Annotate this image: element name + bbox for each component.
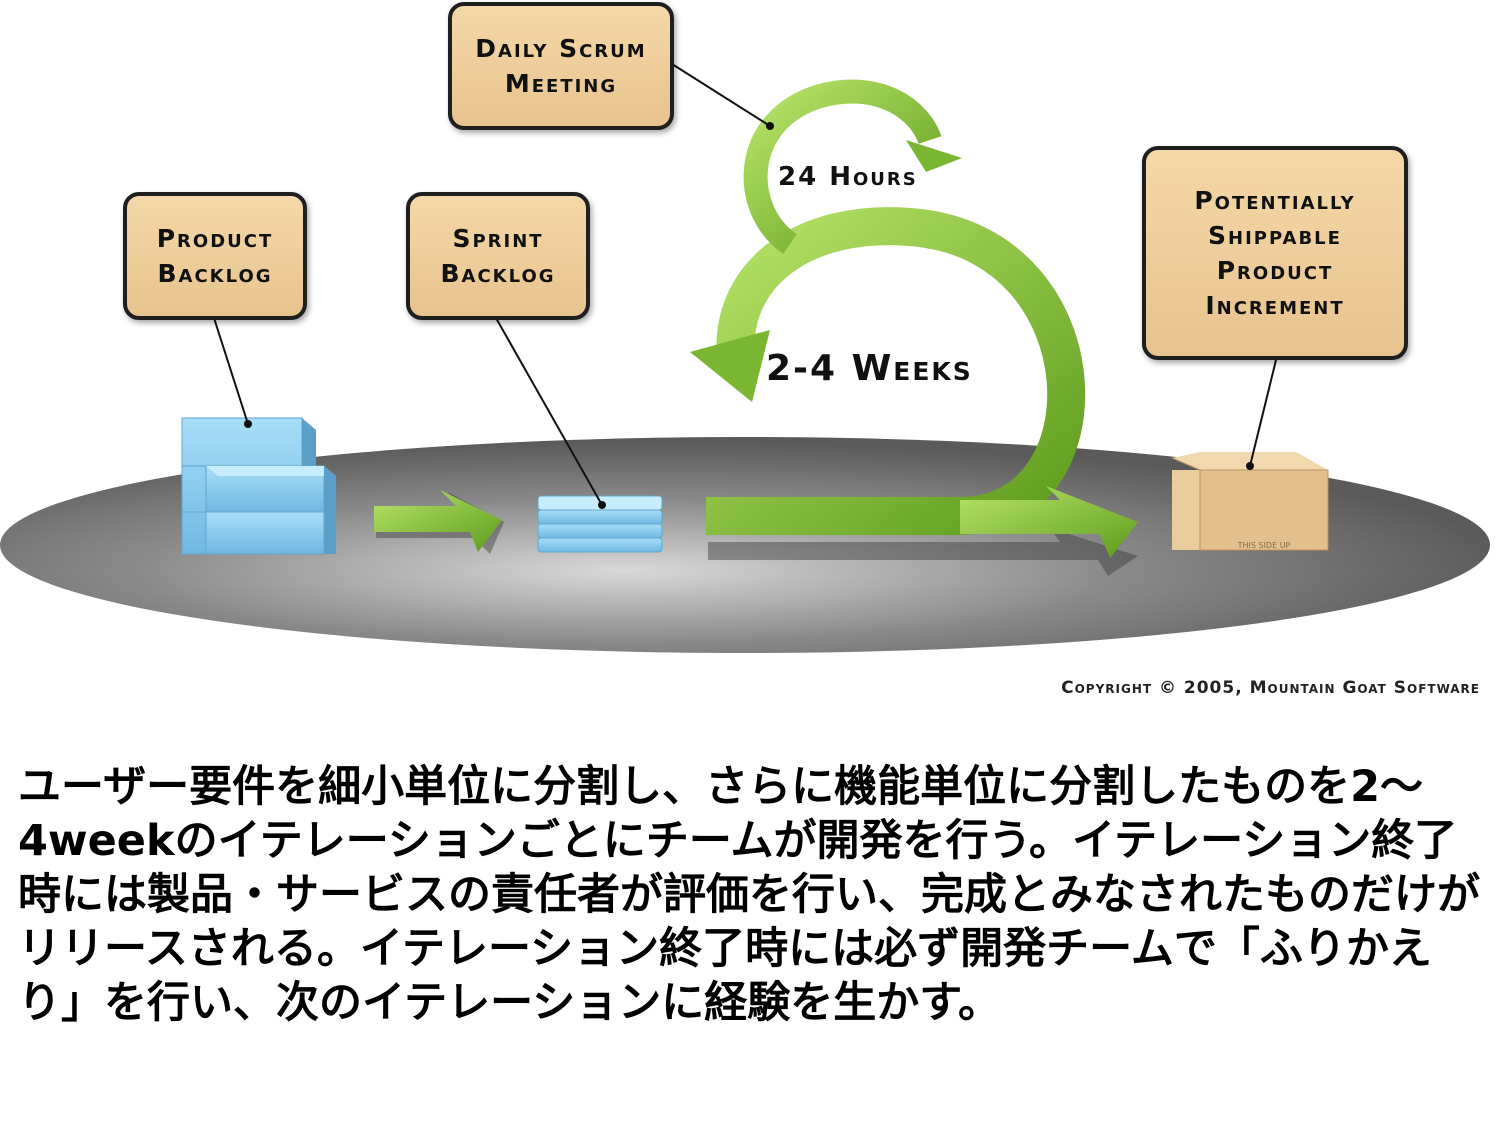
increment-line-4: Increment	[1205, 291, 1345, 320]
copyright-notice: Copyright © 2005, Mountain Goat Software	[1061, 678, 1480, 698]
product-backlog-box: Product Backlog	[123, 192, 307, 320]
daily-scrum-line-2: Meeting	[504, 69, 618, 98]
increment-line-3: Product	[1216, 256, 1334, 285]
product-backlog-blocks	[181, 417, 336, 555]
sprint-backlog-line-2: Backlog	[440, 259, 556, 288]
leader-lines	[213, 63, 1277, 506]
shipping-carton: THIS SIDE UP	[1171, 452, 1329, 551]
diagram-artwork: THIS SIDE UP	[0, 63, 1490, 653]
sprint-cycle-arrow	[690, 207, 1138, 558]
sprint-backlog-line-1: Sprint	[452, 224, 544, 253]
daily-cycle-arrow	[743, 79, 962, 254]
scrum-process-diagram: THIS SIDE UP Daily Scrum Meeting Product…	[0, 2, 1490, 653]
increment-line-2: Shippable	[1208, 221, 1342, 250]
sprint-cycle-label: 2-4 Weeks	[766, 348, 973, 389]
backlog-transfer-arrow	[374, 490, 504, 554]
description-paragraph: ユーザー要件を細小単位に分割し、さらに機能単位に分割したものを2〜4weekのイ…	[18, 762, 1480, 1028]
shippable-increment-box: Potentially Shippable Product Increment	[1142, 146, 1408, 360]
sprint-backlog-box: Sprint Backlog	[406, 192, 590, 320]
daily-scrum-line-1: Daily Scrum	[475, 34, 647, 63]
daily-scrum-meeting-box: Daily Scrum Meeting	[448, 2, 674, 130]
product-backlog-line-1: Product	[156, 224, 274, 253]
increment-line-1: Potentially	[1194, 186, 1356, 215]
leader-dots	[244, 122, 1254, 509]
daily-cycle-label: 24 Hours	[778, 162, 918, 192]
platform-ellipse	[0, 437, 1490, 653]
carton-print: THIS SIDE UP	[1237, 541, 1291, 550]
product-backlog-line-2: Backlog	[157, 259, 273, 288]
